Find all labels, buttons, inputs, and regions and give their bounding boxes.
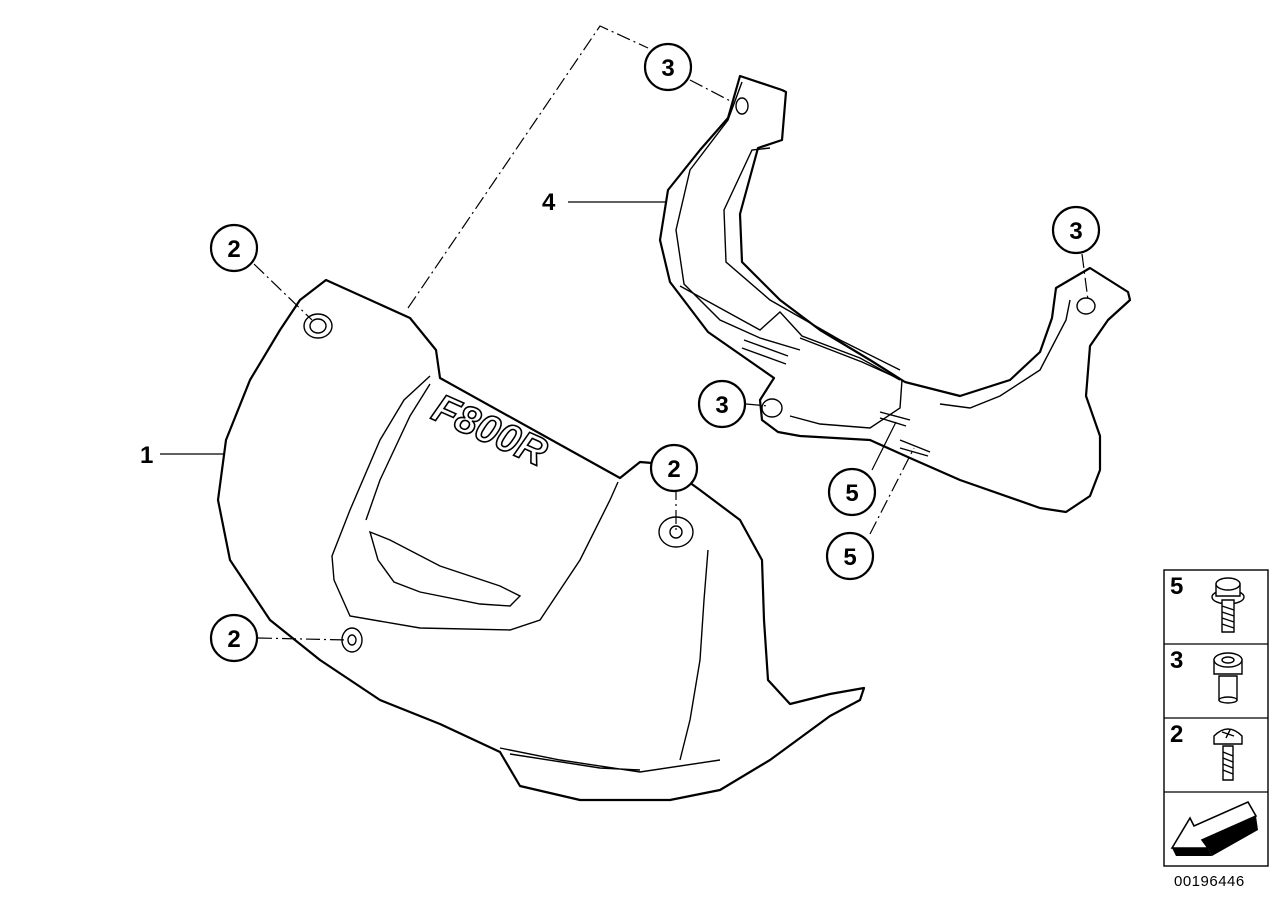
callout-2-lower: 2 <box>209 613 259 663</box>
legend-row-2-label: 2 <box>1170 721 1183 748</box>
callout-2-upper: 2 <box>209 223 259 273</box>
label-part-4: 4 <box>542 189 556 216</box>
leader-3-mid <box>745 403 769 407</box>
callout-3-top-text: 3 <box>661 55 674 82</box>
callout-5-upper: 5 <box>827 467 877 517</box>
collar-bolt-icon <box>1213 652 1243 704</box>
leader-2-upper <box>253 263 313 321</box>
bracket-part-4[interactable] <box>658 74 1132 514</box>
callout-3-right: 3 <box>1051 205 1101 255</box>
pan-head-screw-icon <box>1213 728 1243 781</box>
callout-5-lower: 5 <box>825 531 875 581</box>
direction-arrow-icon <box>1170 800 1258 856</box>
callout-2-center-text: 2 <box>667 456 680 483</box>
leader-5-upper <box>871 421 897 471</box>
callout-2-lower-text: 2 <box>227 626 240 653</box>
callout-3-top: 3 <box>643 42 693 92</box>
fastener-legend: 5 3 2 <box>1163 569 1269 867</box>
leader-2-lower <box>257 637 349 641</box>
callout-2-center: 2 <box>649 443 699 493</box>
legend-row-3-label: 3 <box>1170 647 1183 674</box>
leader-5-lower <box>869 447 915 535</box>
label-part-1: 1 <box>140 442 153 469</box>
leader-3-right <box>1081 253 1089 301</box>
dash-leader-top <box>407 25 649 309</box>
diagram-id: 00196446 <box>1174 873 1245 890</box>
legend-row-5-label: 5 <box>1170 573 1183 600</box>
callout-2-upper-text: 2 <box>227 236 240 263</box>
dash-leader-top-3 <box>689 79 741 107</box>
callout-3-mid-text: 3 <box>715 392 728 419</box>
callout-5-upper-text: 5 <box>845 480 858 507</box>
callout-5-lower-text: 5 <box>843 544 856 571</box>
callout-3-right-text: 3 <box>1069 218 1082 245</box>
callout-3-mid: 3 <box>697 379 747 429</box>
flange-screw-icon <box>1211 577 1245 633</box>
